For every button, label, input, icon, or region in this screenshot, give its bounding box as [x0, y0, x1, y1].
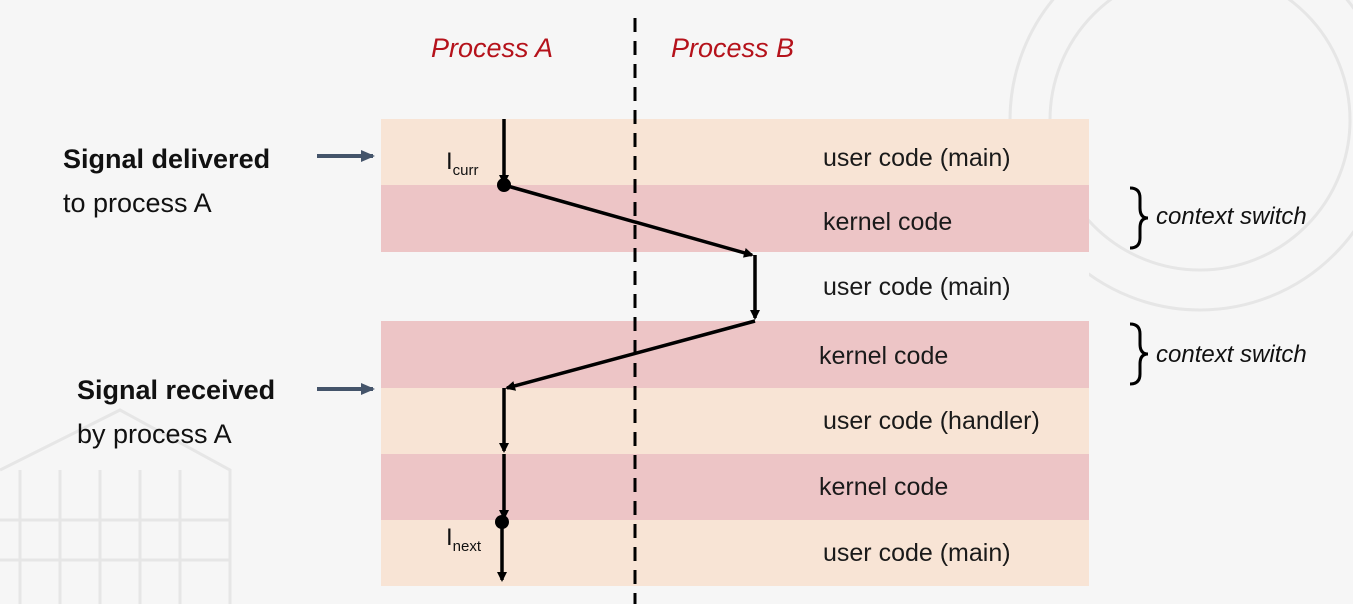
signal-delivered-title: Signal delivered	[63, 144, 271, 174]
band-label: user code (main)	[823, 539, 1011, 567]
instr-next-sub: next	[452, 538, 482, 555]
band-kernel-2	[381, 321, 1089, 388]
flow-segment	[505, 319, 756, 391]
signal-delivered-subtitle: to process A	[63, 188, 212, 218]
instr-curr-base: I	[446, 148, 453, 175]
context-switch-brace-1	[1129, 186, 1149, 250]
band-kernel-1	[381, 185, 1089, 252]
band-user-main-1	[381, 119, 1089, 185]
band-user-main-2	[381, 252, 1089, 321]
band-label: user code (main)	[823, 273, 1011, 301]
band-label: kernel code	[823, 208, 953, 236]
process-a-title: Process A	[431, 33, 554, 63]
instr-next-base: I	[446, 524, 453, 551]
band-kernel-3	[381, 454, 1089, 520]
instr-curr-label: Icurr	[446, 148, 479, 185]
context-switch-brace-2	[1129, 322, 1149, 386]
instr-next-dot	[495, 515, 509, 529]
signal-received-title: Signal received	[77, 375, 276, 405]
band-label: kernel code	[819, 342, 949, 370]
instr-next-label: Inext	[446, 524, 481, 561]
flow-segment	[503, 183, 754, 258]
context-switch-label-1: context switch	[1156, 203, 1307, 230]
context-switch-label-2: context switch	[1156, 341, 1307, 368]
instr-curr-sub: curr	[452, 162, 479, 179]
signal-received-subtitle: by process A	[77, 419, 232, 449]
band-label: user code (main)	[823, 144, 1011, 172]
band-label: user code (handler)	[823, 407, 1040, 435]
band-label: kernel code	[819, 473, 949, 501]
process-b-title: Process B	[671, 33, 795, 63]
instr-curr-dot	[497, 178, 511, 192]
